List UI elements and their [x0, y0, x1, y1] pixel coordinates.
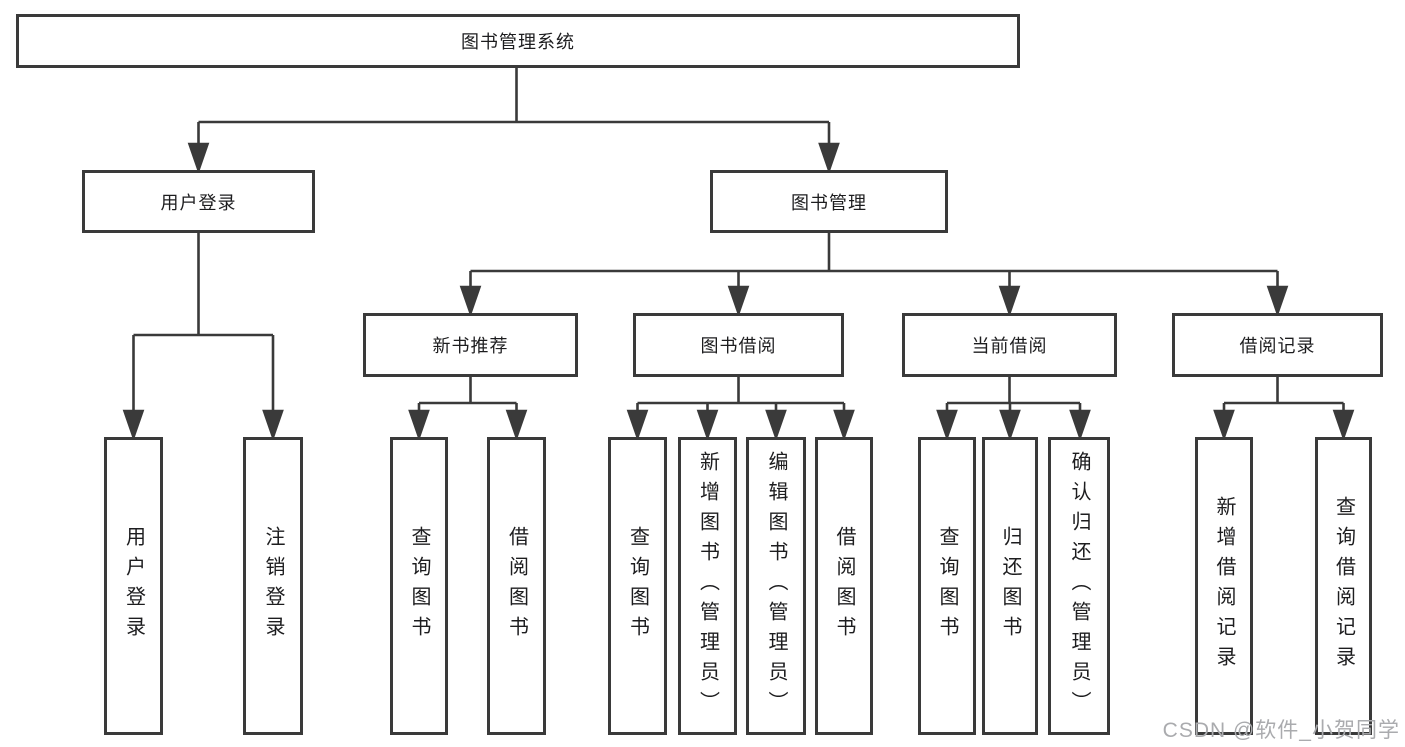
leaf-return-book-label: 归还图书: [999, 526, 1021, 646]
node-user-login-label: 用户登录: [160, 192, 237, 213]
arrow-down-icon: [936, 409, 958, 441]
connector-root-to-level2: [187, 68, 840, 174]
connector-current-borrow-to-children: [936, 377, 1091, 441]
arrow-down-icon: [696, 409, 719, 441]
connector-user-login-to-children: [122, 233, 284, 441]
leaf-borrow-book-recommend: 借阅图书: [487, 437, 546, 735]
arrow-down-icon: [727, 285, 750, 317]
arrow-down-icon: [187, 142, 210, 174]
node-book-management-label: 图书管理: [791, 192, 867, 213]
node-new-book-recommend: 新书推荐: [363, 313, 578, 377]
leaf-query-book-recommend-label: 查询图书: [408, 526, 430, 646]
connector-book-mgmt-to-level3: [459, 233, 1289, 317]
leaf-logout: 注销登录: [243, 437, 303, 735]
leaf-confirm-return-admin-label: 确认归还（管理员）: [1068, 451, 1090, 721]
node-borrow-record: 借阅记录: [1172, 313, 1383, 377]
leaf-query-book-borrow-label: 查询图书: [626, 526, 649, 646]
arrow-down-icon: [1266, 285, 1289, 317]
node-book-borrow: 图书借阅: [633, 313, 844, 377]
arrow-down-icon: [998, 285, 1021, 317]
leaf-query-book-recommend: 查询图书: [390, 437, 448, 735]
connector-new-book-rec-to-children: [408, 377, 528, 441]
arrow-down-icon: [1213, 409, 1235, 441]
arrow-down-icon: [505, 409, 528, 441]
node-root: 图书管理系统: [16, 14, 1020, 68]
leaf-add-book-admin-label: 新增图书（管理员）: [696, 451, 719, 721]
arrow-down-icon: [1069, 409, 1091, 441]
arrow-down-icon: [408, 409, 430, 441]
leaf-query-book-current: 查询图书: [918, 437, 976, 735]
arrow-down-icon: [459, 285, 482, 317]
node-current-borrow-label: 当前借阅: [971, 336, 1048, 356]
leaf-query-borrow-record: 查询借阅记录: [1315, 437, 1372, 735]
connector-borrow-record-to-children: [1213, 377, 1355, 441]
node-book-borrow-label: 图书借阅: [700, 336, 777, 356]
arrow-down-icon: [122, 409, 145, 441]
leaf-user-login-label: 用户登录: [122, 526, 145, 646]
node-new-book-recommend-label: 新书推荐: [432, 336, 509, 356]
node-borrow-record-label: 借阅记录: [1239, 336, 1316, 356]
arrow-down-icon: [262, 409, 284, 441]
leaf-edit-book-admin-label: 编辑图书（管理员）: [765, 451, 787, 721]
leaf-borrow-book: 借阅图书: [815, 437, 873, 735]
node-user-login: 用户登录: [82, 170, 315, 233]
arrow-down-icon: [833, 409, 855, 441]
leaf-confirm-return-admin: 确认归还（管理员）: [1048, 437, 1110, 735]
arrow-down-icon: [1332, 409, 1355, 441]
connector-book-borrow-to-children: [626, 377, 855, 441]
leaf-add-book-admin: 新增图书（管理员）: [678, 437, 737, 735]
leaf-edit-book-admin: 编辑图书（管理员）: [746, 437, 806, 735]
leaf-return-book: 归还图书: [982, 437, 1038, 735]
leaf-add-borrow-record-label: 新增借阅记录: [1213, 496, 1235, 676]
leaf-borrow-book-recommend-label: 借阅图书: [505, 526, 528, 646]
arrow-down-icon: [999, 409, 1021, 441]
leaf-query-borrow-record-label: 查询借阅记录: [1332, 496, 1355, 676]
arrow-down-icon: [626, 409, 649, 441]
watermark: CSDN @软件_小贺同学: [1162, 719, 1400, 742]
leaf-add-borrow-record: 新增借阅记录: [1195, 437, 1253, 735]
leaf-user-login: 用户登录: [104, 437, 163, 735]
leaf-query-book-current-label: 查询图书: [936, 526, 958, 646]
node-book-management: 图书管理: [710, 170, 948, 233]
leaf-query-book-borrow: 查询图书: [608, 437, 667, 735]
leaf-logout-label: 注销登录: [262, 526, 284, 646]
node-current-borrow: 当前借阅: [902, 313, 1117, 377]
leaf-borrow-book-label: 借阅图书: [833, 526, 855, 646]
arrow-down-icon: [818, 142, 840, 174]
arrow-down-icon: [765, 409, 787, 441]
node-root-label: 图书管理系统: [461, 32, 575, 52]
